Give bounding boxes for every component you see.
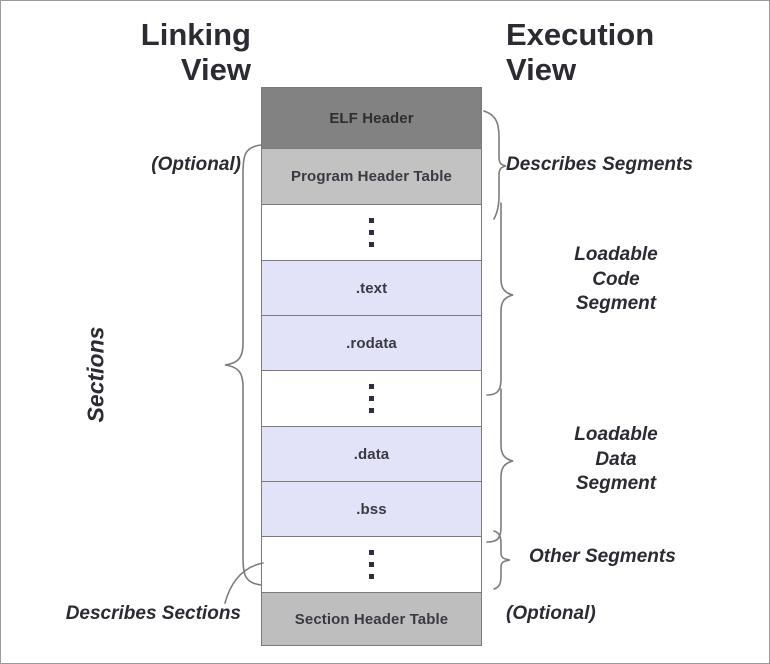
row-gap-3 — [261, 536, 482, 593]
other-segments-brace — [488, 529, 516, 591]
loadable-data-segment-brace — [485, 387, 515, 543]
loadable-data-segment-label: Loadable Data Segment — [574, 424, 658, 495]
row-label-section-header-table: Section Header Table — [294, 610, 449, 628]
row-label-section-bss: .bss — [356, 500, 387, 518]
describes-segments-label: Describes Segments — [506, 154, 693, 175]
row-label-elf-header: ELF Header — [329, 109, 414, 127]
describes-sections-connector — [223, 561, 265, 607]
linking-view-title: Linking View — [140, 17, 251, 88]
row-program-header-table: Program Header Table — [261, 148, 482, 205]
describes-sections-label: Describes Sections — [65, 603, 241, 624]
vertical-ellipsis-icon — [369, 384, 374, 413]
row-label-program-header-table: Program Header Table — [291, 168, 452, 185]
sections-brace-label: Sections — [82, 326, 109, 423]
vertical-ellipsis-icon — [369, 218, 374, 247]
describes-segments-brace — [482, 109, 508, 221]
row-gap-1 — [261, 204, 482, 261]
loadable-code-segment-label: Loadable Code Segment — [574, 244, 658, 315]
vertical-ellipsis-icon — [369, 550, 374, 579]
row-gap-2 — [261, 370, 482, 427]
row-section-text: .text — [261, 260, 482, 316]
row-label-section-data: .data — [353, 445, 390, 463]
row-label-section-text: .text — [355, 279, 388, 297]
row-section-bss: .bss — [261, 481, 482, 537]
row-section-rodata: .rodata — [261, 315, 482, 371]
optional-label-top: (Optional) — [151, 154, 241, 175]
row-label-section-rodata: .rodata — [346, 334, 397, 352]
optional-label-bottom: (Optional) — [506, 603, 596, 624]
loadable-code-segment-brace — [485, 201, 515, 397]
elf-file-layout-table: ELF Header Program Header Table .text .r… — [261, 87, 482, 646]
row-section-data: .data — [261, 426, 482, 482]
sections-brace — [223, 143, 263, 587]
execution-view-title: Execution View — [506, 17, 655, 88]
other-segments-label: Other Segments — [529, 546, 676, 567]
row-elf-header: ELF Header — [261, 87, 482, 149]
row-section-header-table: Section Header Table — [261, 592, 482, 646]
